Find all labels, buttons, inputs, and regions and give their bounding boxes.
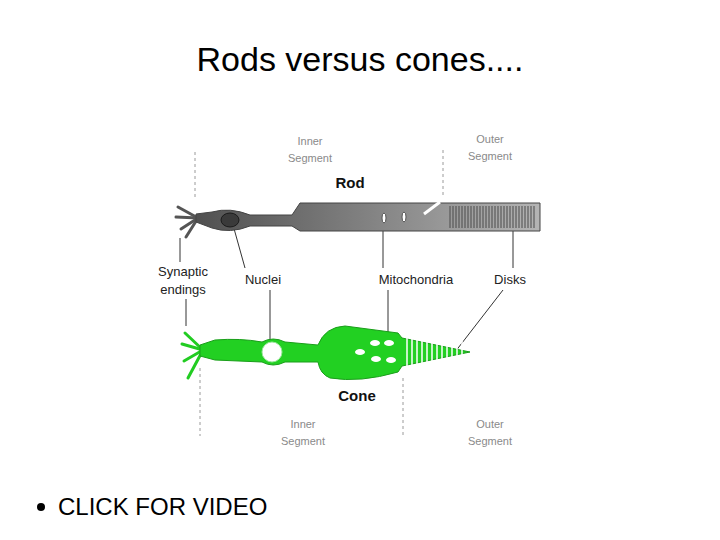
disk bbox=[528, 206, 529, 228]
disk-gap bbox=[441, 330, 443, 375]
part-label: Disks bbox=[486, 271, 534, 289]
segment-label: Outer Segment bbox=[460, 416, 520, 450]
disk bbox=[468, 206, 469, 228]
slide-title: Rods versus cones.... bbox=[0, 40, 720, 79]
nucleus bbox=[262, 342, 282, 362]
leader-line bbox=[186, 299, 187, 326]
segment-dividers bbox=[195, 150, 443, 436]
disk bbox=[456, 206, 457, 228]
disk bbox=[492, 206, 493, 228]
disk bbox=[522, 206, 523, 228]
rod-body bbox=[196, 203, 540, 231]
cone-body bbox=[200, 326, 470, 380]
disk bbox=[531, 206, 532, 228]
disk bbox=[489, 206, 490, 228]
leader-line bbox=[180, 238, 181, 262]
mitochondrion bbox=[386, 357, 396, 363]
segment-label: Inner Segment bbox=[273, 416, 333, 450]
mitochondrion bbox=[371, 356, 381, 362]
part-label: Synaptic endings bbox=[146, 263, 220, 299]
segment-label: Outer Segment bbox=[460, 131, 520, 165]
disk-gap bbox=[431, 330, 433, 375]
disk bbox=[504, 206, 505, 228]
disk bbox=[465, 206, 466, 228]
segment-label: Inner Segment bbox=[280, 133, 340, 167]
disk bbox=[498, 206, 499, 228]
disk bbox=[513, 206, 514, 228]
disk bbox=[510, 206, 511, 228]
disk bbox=[507, 206, 508, 228]
disk bbox=[480, 206, 481, 228]
disk-gap bbox=[451, 330, 453, 375]
disk-gap bbox=[416, 330, 418, 375]
mitochondrion bbox=[370, 340, 380, 346]
disk-gap bbox=[436, 330, 438, 375]
disk bbox=[477, 206, 478, 228]
mitochondrion bbox=[384, 340, 394, 346]
disk-gap bbox=[406, 330, 408, 375]
disk bbox=[516, 206, 517, 228]
dashed-divider bbox=[443, 150, 444, 196]
nucleus bbox=[221, 213, 239, 227]
disk-gap bbox=[446, 330, 448, 375]
part-label: Nuclei bbox=[236, 271, 290, 289]
disk bbox=[525, 206, 526, 228]
disk bbox=[501, 206, 502, 228]
dashed-divider bbox=[403, 378, 404, 436]
cell-name: Cone bbox=[327, 387, 387, 404]
disk bbox=[474, 206, 475, 228]
cilium-notch bbox=[424, 202, 440, 214]
cell-name: Rod bbox=[320, 174, 380, 191]
disk bbox=[459, 206, 460, 228]
bullet-text: CLICK FOR VIDEO bbox=[58, 493, 378, 521]
mitochondrion bbox=[355, 349, 365, 355]
disk bbox=[483, 206, 484, 228]
disk bbox=[534, 206, 535, 228]
disk-gap bbox=[426, 330, 428, 375]
rod-cell: Rod bbox=[170, 170, 545, 242]
disk bbox=[453, 206, 454, 228]
leader-line bbox=[270, 290, 271, 343]
disk-gap bbox=[411, 330, 413, 375]
disk-gap bbox=[461, 330, 463, 375]
disk bbox=[462, 206, 463, 228]
dashed-divider bbox=[200, 368, 201, 436]
bullet bbox=[37, 503, 45, 511]
cone-shape bbox=[178, 318, 478, 410]
disk-gap bbox=[421, 330, 423, 375]
leader-line bbox=[233, 225, 245, 268]
mitochondrion bbox=[402, 212, 406, 222]
dashed-divider bbox=[195, 152, 196, 200]
cone-cell: Cone bbox=[178, 318, 478, 410]
disk bbox=[450, 206, 451, 228]
disk bbox=[471, 206, 472, 228]
disk bbox=[495, 206, 496, 228]
synaptic-finger bbox=[176, 217, 198, 218]
leader-line bbox=[513, 228, 514, 268]
part-label: Mitochondria bbox=[352, 271, 480, 289]
disk bbox=[519, 206, 520, 228]
disk-gap bbox=[456, 330, 458, 375]
mitochondrion bbox=[382, 213, 386, 223]
disk bbox=[486, 206, 487, 228]
